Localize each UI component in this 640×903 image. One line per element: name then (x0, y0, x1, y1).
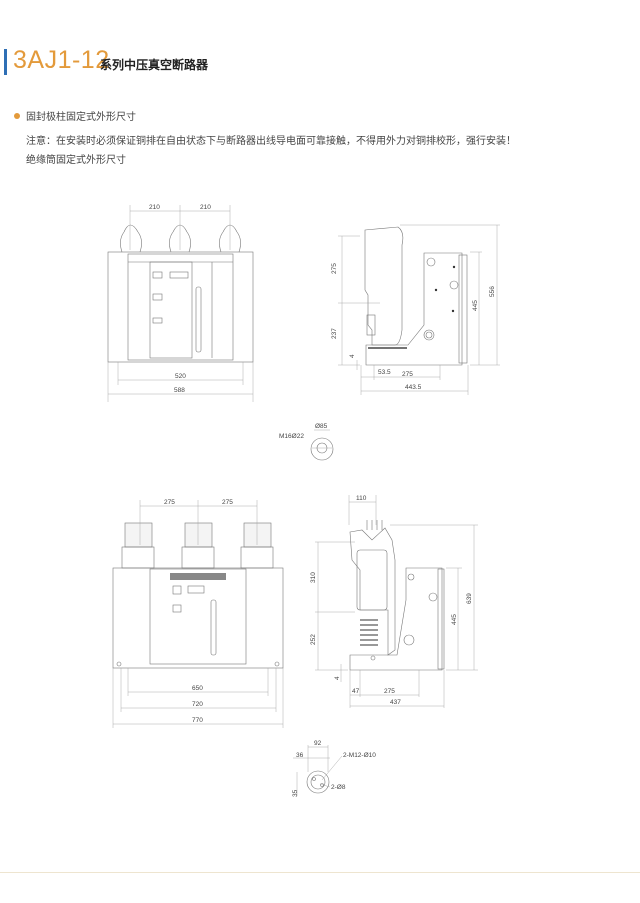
dim-pitch-2: 210 (200, 204, 211, 211)
dim-terminal-width: 92 (314, 740, 322, 747)
dim-terminal-dia: Ø85 (315, 423, 328, 430)
product-model-title: 3AJ1-12 (13, 46, 110, 74)
title-accent-bar (4, 49, 7, 75)
dim-depth-total: 437 (390, 699, 401, 706)
drawing1-terminal-detail: Ø85 M16Ø22 (279, 423, 334, 461)
product-subtitle: 系列中压真空断路器 (100, 58, 209, 72)
section-title-embedded-pole: 固封极柱固定式外形尺寸 (26, 112, 136, 123)
dim-height-lower: 237 (331, 328, 338, 339)
footer-divider (0, 872, 640, 873)
installation-note: 注意：在安装时必须保证铜排在自由状态下与断路器出线导电面可靠接触，不得用外力对铜… (26, 136, 516, 147)
dim-width-c: 770 (192, 717, 203, 724)
dim-height-box: 445 (451, 614, 458, 625)
dim-height-total: 556 (489, 286, 496, 297)
dim-width-outer: 588 (174, 387, 185, 394)
dim-terminal-offset: 36 (296, 752, 304, 759)
dim-height-lower: 252 (310, 634, 317, 645)
drawing2-side-view: 110 310 252 4 639 445 47 275 437 (310, 495, 478, 708)
section-title-insulating-cylinder: 绝缘筒固定式外形尺寸 (26, 155, 126, 166)
dim-depth-front: 47 (352, 688, 360, 695)
dim-height-upper: 275 (331, 263, 338, 274)
dim-terminal-pins: 2-Ø8 (331, 784, 346, 791)
dim-depth-mid: 275 (384, 688, 395, 695)
dim-pitch-1: 210 (149, 204, 160, 211)
drawing1-front-view: 210 210 520 588 (107, 204, 254, 402)
dim-height-upper: 310 (310, 572, 317, 583)
dim-pitch-2: 275 (222, 499, 233, 506)
bullet-icon (14, 113, 20, 119)
dim-depth-mid: 275 (402, 371, 413, 378)
dim-width-a: 650 (192, 685, 203, 692)
dim-height-box: 445 (472, 300, 479, 311)
dim-width-b: 720 (192, 701, 203, 708)
dim-width-inner: 520 (175, 373, 186, 380)
drawing2-terminal-detail: 92 36 2-M12-Ø10 2-Ø8 35 (292, 740, 376, 797)
dim-pitch-1: 275 (164, 499, 175, 506)
dim-depth-total: 443.5 (405, 384, 422, 391)
dim-terminal-thread: M16Ø22 (279, 433, 304, 440)
dim-base: 4 (349, 354, 356, 358)
drawing1-side-view: 275 237 4 556 445 53.5 275 443.5 (331, 224, 500, 395)
drawing2-front-view: 275 275 650 720 770 (112, 499, 284, 728)
dim-terminal-holes: 2-M12-Ø10 (343, 752, 376, 759)
dim-base: 4 (334, 676, 341, 680)
dim-width-top: 110 (356, 495, 367, 502)
dim-depth-front: 53.5 (378, 369, 391, 376)
dim-height-total: 639 (466, 593, 473, 604)
dim-terminal-v: 35 (292, 789, 299, 797)
